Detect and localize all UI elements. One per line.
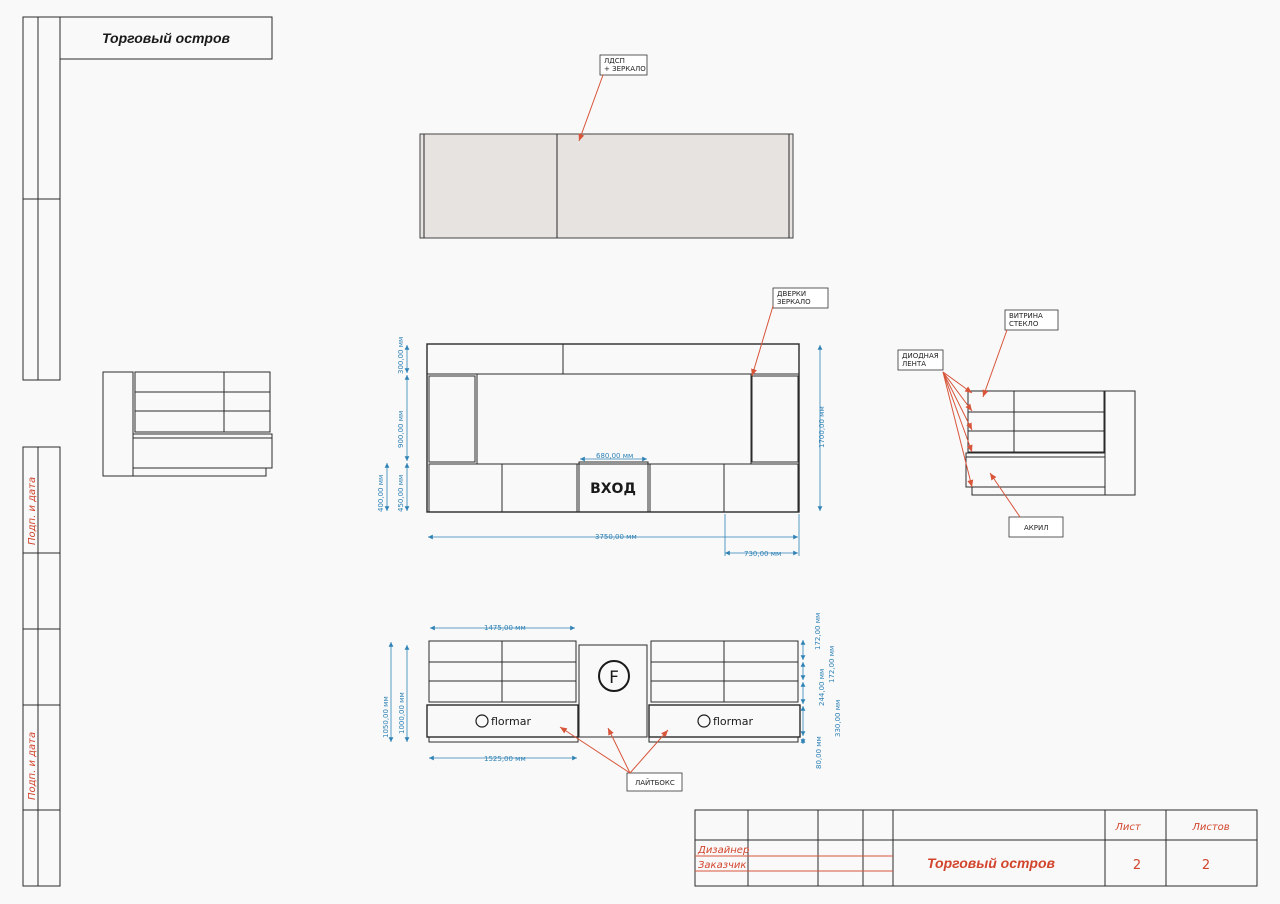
sheets-count: 2 bbox=[1202, 858, 1210, 873]
callout-doors-mirror: ДВЕРКИ ЗЕРКАЛО bbox=[751, 287, 829, 377]
callout-led-strip: ДИОДНАЯ ЛЕНТА bbox=[897, 349, 974, 488]
brand-label-right: flormar bbox=[713, 715, 753, 728]
front_view-dims-d450: 450,00 мм bbox=[397, 475, 405, 512]
elevation-logo-letter: F bbox=[609, 668, 619, 688]
callouts-doors_2: ЗЕРКАЛО bbox=[777, 298, 811, 306]
callouts-doors_1: ДВЕРКИ bbox=[777, 290, 806, 298]
entrance-label: ВХОД bbox=[590, 481, 636, 497]
title-box: Торговый остров bbox=[59, 16, 273, 60]
designer-label: Дизайнер bbox=[697, 845, 749, 856]
elevation-dimensions: 1475,00 мм 1525,00 мм 1050,00 мм 1000,00… bbox=[382, 613, 842, 769]
left-side-view bbox=[102, 371, 273, 477]
callout-lightbox: ЛАЙТБОКС bbox=[559, 726, 683, 792]
elevation-dims-d172a: 172,00 мм bbox=[814, 613, 822, 650]
callout-acrylic: АКРИЛ bbox=[989, 472, 1064, 538]
elevation-dims-d172b: 172,00 мм bbox=[828, 646, 836, 683]
callouts-led_1: ДИОДНАЯ bbox=[902, 352, 939, 360]
elevation-dims-d1475: 1475,00 мм bbox=[484, 624, 526, 632]
callouts-led_2: ЛЕНТА bbox=[902, 360, 926, 368]
front_view-dims-d300: 300,00 мм bbox=[397, 337, 405, 374]
callouts-top_material_1: ЛДСП bbox=[604, 57, 625, 65]
front_view-dims-d3750: 3750,00 мм bbox=[595, 533, 637, 541]
flormar-logo-icon bbox=[598, 660, 630, 692]
callouts-acrylic: АКРИЛ bbox=[1024, 524, 1048, 532]
stamp-label-1: Подп. и дата bbox=[27, 477, 38, 545]
front-view: ВХОД bbox=[426, 343, 800, 513]
callouts-lightbox: ЛАЙТБОКС bbox=[635, 778, 675, 787]
left-stamp: Подп. и дата Подп. и дата bbox=[22, 16, 61, 887]
elevation-dims-d1050: 1050,00 мм bbox=[382, 696, 390, 738]
stamp-label-2: Подп. и дата bbox=[27, 732, 38, 800]
callout-top-material: ЛДСП + ЗЕРКАЛО bbox=[578, 54, 648, 142]
front_view-dims-d680: 680,00 мм bbox=[596, 452, 633, 460]
page-title: Торговый остров bbox=[102, 30, 231, 46]
elevation-view: F flormar flormar bbox=[426, 640, 801, 743]
elevation-dims-d330: 330,00 мм bbox=[834, 700, 842, 737]
sheet-number: 2 bbox=[1133, 858, 1141, 873]
elevation-dims-d1000: 1000,00 мм bbox=[398, 692, 406, 734]
front_view-dims-d730: 730,00 мм bbox=[744, 550, 781, 558]
front-view-dimensions: 300,00 мм 900,00 мм 450,00 мм 400,00 мм … bbox=[377, 337, 826, 558]
front_view-dims-d1700: 1700,00 мм bbox=[818, 406, 826, 448]
title-block: Дизайнер Заказчик Торговый остров Лист Л… bbox=[694, 809, 1258, 887]
right-side-view bbox=[965, 390, 1136, 496]
callout-showcase-glass: ВИТРИНА СТЕКЛО bbox=[982, 309, 1059, 398]
callouts-showcase_2: СТЕКЛО bbox=[1009, 320, 1039, 328]
customer-label: Заказчик bbox=[698, 860, 746, 871]
top-view-panel bbox=[419, 133, 794, 239]
project-title: Торговый остров bbox=[927, 855, 1056, 871]
elevation-dims-d244: 244,00 мм bbox=[818, 669, 826, 706]
front_view-dims-d900: 900,00 мм bbox=[397, 411, 405, 448]
callouts-showcase_1: ВИТРИНА bbox=[1009, 312, 1043, 320]
elevation-dims-d1525: 1525,00 мм bbox=[484, 755, 526, 763]
brand-label-left: flormar bbox=[491, 715, 531, 728]
front_view-dims-d400: 400,00 мм bbox=[377, 475, 385, 512]
elevation-dims-d80: 80,00 мм bbox=[815, 736, 823, 769]
sheets-label: Листов bbox=[1191, 822, 1229, 833]
sheet-label: Лист bbox=[1114, 822, 1142, 833]
callouts-top_material_2: + ЗЕРКАЛО bbox=[604, 65, 646, 73]
